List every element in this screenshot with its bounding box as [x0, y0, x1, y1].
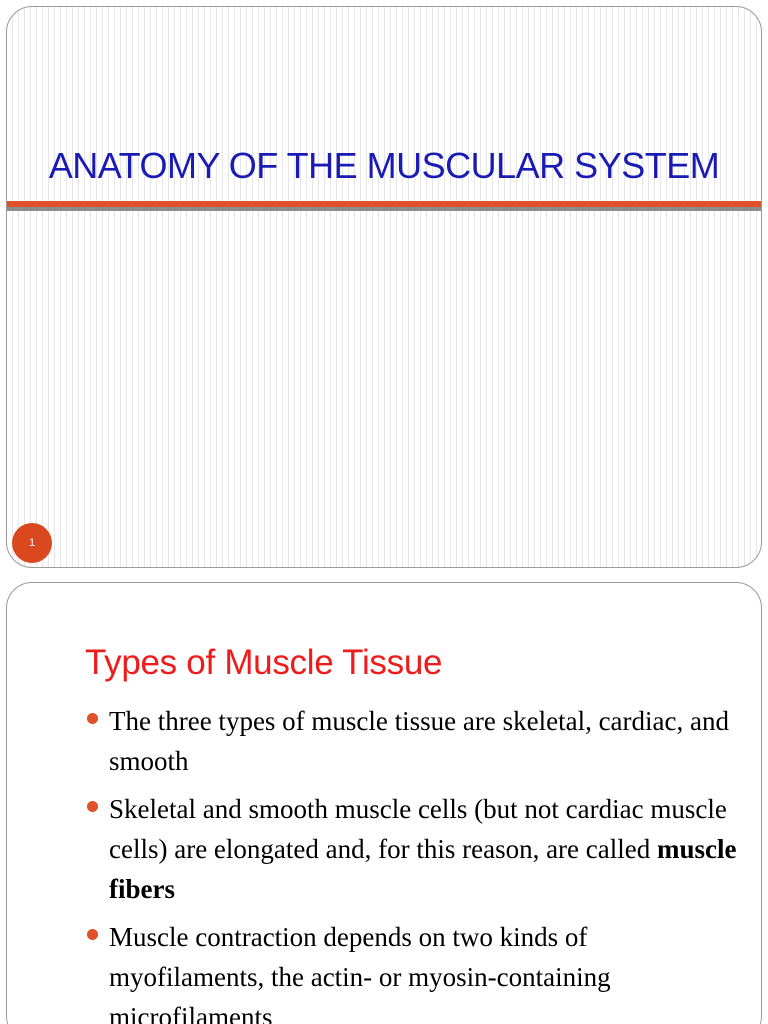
bullet-bold-term: muscle fibers [109, 834, 737, 904]
title-rule-orange [7, 201, 761, 207]
bullet-item: Muscle contraction depends on two kinds … [87, 917, 737, 1024]
bullet-dot-icon [87, 929, 98, 940]
bullet-list: The three types of muscle tissue are ske… [87, 701, 737, 1024]
bullet-item: Skeletal and smooth muscle cells (but no… [87, 789, 737, 909]
slide-heading: Types of Muscle Tissue [85, 643, 443, 682]
title-rule-gray [7, 207, 761, 211]
bullet-dot-icon [87, 713, 98, 724]
bullet-text: Muscle contraction depends on two kinds … [109, 922, 611, 1024]
bullet-item: The three types of muscle tissue are ske… [87, 701, 737, 781]
bullet-dot-icon [87, 801, 98, 812]
bullet-text: Skeletal and smooth muscle cells (but no… [109, 794, 727, 864]
slide-1: ANATOMY OF THE MUSCULAR SYSTEM 1 [6, 6, 762, 568]
bullet-text: The three types of muscle tissue are ske… [109, 706, 729, 776]
slide-title: ANATOMY OF THE MUSCULAR SYSTEM [48, 145, 720, 186]
slide-2: Types of Muscle Tissue The three types o… [6, 582, 762, 1024]
page-number-badge: 1 [12, 523, 52, 563]
